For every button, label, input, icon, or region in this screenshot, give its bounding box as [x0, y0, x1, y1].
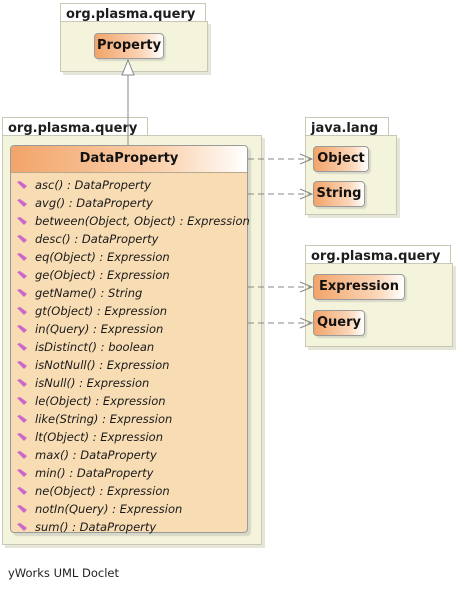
- method-item[interactable]: lt(Object) : Expression: [11, 428, 247, 446]
- method-item[interactable]: between(Object, Object) : Expression: [11, 212, 250, 230]
- method-icon: [17, 487, 27, 495]
- method-label: eq(Object) : Expression: [35, 250, 170, 264]
- method-label: max() : DataProperty: [35, 448, 157, 462]
- method-label: isNull() : Expression: [35, 376, 150, 390]
- method-item[interactable]: avg() : DataProperty: [11, 194, 247, 212]
- method-label: le(Object) : Expression: [35, 394, 166, 408]
- class-property[interactable]: Property: [94, 33, 164, 59]
- method-item[interactable]: le(Object) : Expression: [11, 392, 247, 410]
- method-item[interactable]: isNull() : Expression: [11, 374, 247, 392]
- method-label: ge(Object) : Expression: [35, 268, 170, 282]
- method-label: asc() : DataProperty: [35, 178, 152, 192]
- class-string[interactable]: String: [313, 181, 365, 207]
- method-icon: [17, 361, 27, 369]
- dependency-object-arrowhead: [299, 153, 314, 165]
- method-icon: [17, 469, 27, 477]
- method-label: notIn(Query) : Expression: [35, 502, 183, 516]
- method-item[interactable]: asc() : DataProperty: [11, 176, 247, 194]
- generalization-arrowhead: [121, 58, 135, 76]
- method-label: isNotNull() : Expression: [35, 358, 170, 372]
- method-icon: [17, 343, 27, 351]
- method-icon: [17, 397, 27, 405]
- method-label: between(Object, Object) : Expression: [35, 214, 250, 228]
- method-icon: [17, 289, 27, 297]
- dependency-query-arrowhead: [299, 317, 314, 329]
- method-item[interactable]: isNotNull() : Expression: [11, 356, 247, 374]
- method-icon: [17, 433, 27, 441]
- method-icon: [17, 523, 27, 531]
- method-item[interactable]: in(Query) : Expression: [11, 320, 247, 338]
- method-item[interactable]: gt(Object) : Expression: [11, 302, 247, 320]
- method-item[interactable]: like(String) : Expression: [11, 410, 247, 428]
- method-label: avg() : DataProperty: [35, 196, 153, 210]
- method-icon: [17, 379, 27, 387]
- method-icon: [17, 253, 27, 261]
- method-label: min() : DataProperty: [35, 466, 154, 480]
- package-tab-right-query: org.plasma.query: [305, 245, 451, 264]
- class-object[interactable]: Object: [313, 146, 369, 172]
- method-item[interactable]: ge(Object) : Expression: [11, 266, 247, 284]
- package-tab-top: org.plasma.query: [60, 3, 206, 22]
- method-item[interactable]: notIn(Query) : Expression: [11, 500, 247, 518]
- method-item[interactable]: sum() : DataProperty: [11, 518, 247, 536]
- method-icon: [17, 307, 27, 315]
- method-icon: [17, 415, 27, 423]
- footer-credit: yWorks UML Doclet: [8, 566, 119, 580]
- method-label: sum() : DataProperty: [35, 520, 157, 534]
- method-item[interactable]: isDistinct() : boolean: [11, 338, 247, 356]
- package-tab-java-lang: java.lang: [305, 117, 389, 136]
- method-item[interactable]: max() : DataProperty: [11, 446, 247, 464]
- method-label: in(Query) : Expression: [35, 322, 164, 336]
- method-icon: [17, 199, 27, 207]
- method-label: desc() : DataProperty: [35, 232, 159, 246]
- method-icon: [17, 451, 27, 459]
- method-item[interactable]: desc() : DataProperty: [11, 230, 247, 248]
- method-list: asc() : DataProperty avg() : DataProperty…: [11, 173, 250, 536]
- method-label: like(String) : Expression: [35, 412, 173, 426]
- method-label: ne(Object) : Expression: [35, 484, 170, 498]
- method-icon: [17, 235, 27, 243]
- dependency-string-arrowhead: [299, 188, 314, 200]
- class-dataproperty[interactable]: DataProperty asc() : DataProperty avg() :…: [10, 145, 250, 536]
- package-tab-main: org.plasma.query: [2, 117, 148, 136]
- method-icon: [17, 325, 27, 333]
- method-icon: [17, 505, 27, 513]
- class-expression[interactable]: Expression: [313, 274, 405, 300]
- method-icon: [17, 217, 27, 225]
- class-dataproperty-title: DataProperty: [11, 146, 247, 173]
- dependency-expression-arrowhead: [299, 281, 314, 293]
- method-label: isDistinct() : boolean: [35, 340, 155, 354]
- class-query[interactable]: Query: [313, 310, 365, 336]
- method-item[interactable]: min() : DataProperty: [11, 464, 247, 482]
- method-item[interactable]: ne(Object) : Expression: [11, 482, 247, 500]
- method-icon: [17, 271, 27, 279]
- method-icon: [17, 181, 27, 189]
- method-label: gt(Object) : Expression: [35, 304, 168, 318]
- method-item[interactable]: eq(Object) : Expression: [11, 248, 247, 266]
- method-item[interactable]: getName() : String: [11, 284, 247, 302]
- method-label: getName() : String: [35, 286, 143, 300]
- method-label: lt(Object) : Expression: [35, 430, 163, 444]
